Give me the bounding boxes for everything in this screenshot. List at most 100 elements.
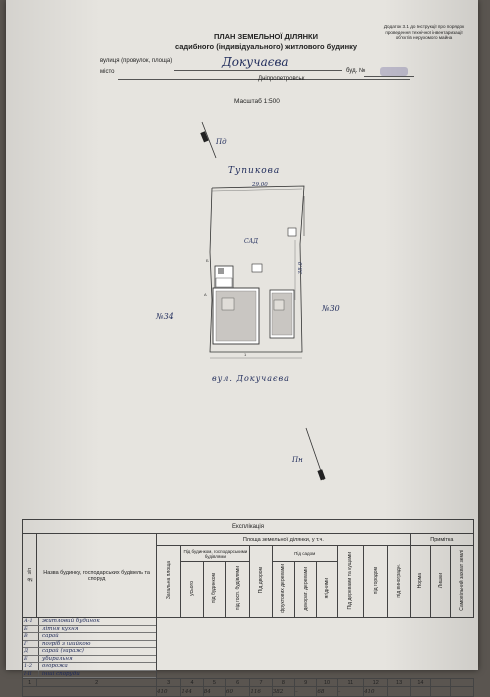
value-cell: 68 (316, 686, 338, 697)
city-value: Дніпропетровськ (258, 76, 305, 82)
value-cell (387, 686, 411, 697)
row-number: І-ІІ (24, 670, 39, 677)
row-number: В (24, 633, 39, 640)
street-value: Докучаєва (222, 55, 289, 69)
mark-gate: 1 (244, 352, 247, 357)
cellar-mark (218, 268, 224, 274)
city-underline (118, 79, 410, 80)
column-number: 9 (294, 678, 318, 687)
building-name: погріб з шийкою (42, 640, 91, 647)
column-number: 12 (363, 678, 389, 687)
street-underline (174, 70, 342, 71)
mark-a: А (204, 292, 207, 297)
yard-label: САД (244, 238, 259, 245)
row-number: Е (24, 655, 39, 662)
under-house-header: під будинком (202, 561, 227, 618)
under-yard-header: Під двором (249, 545, 273, 618)
row-number: Б (24, 625, 39, 632)
column-number: 11 (336, 678, 365, 687)
top-dimension-line (211, 188, 303, 192)
outbuilding-hatch (271, 292, 293, 336)
value-cell: 410 (156, 686, 182, 697)
value-cell-blank (430, 686, 452, 697)
city-label: місто (100, 69, 115, 75)
column-number: 7 (249, 678, 273, 687)
south-label: Пн (292, 456, 303, 464)
value-cell: 84 (202, 686, 227, 697)
vineyard-header: під виноградн. (387, 545, 411, 618)
scale-label: Масштаб 1:500 (234, 98, 280, 105)
row-number: 1-2 (24, 663, 39, 670)
berry-header: ягідними (316, 561, 338, 618)
outhouse-outline (251, 263, 263, 273)
value-cell: 382 (271, 686, 296, 697)
value-cell-blank (450, 686, 474, 697)
left-neighbor-label: №34 (156, 312, 174, 321)
explication-caption: Експлікація (22, 519, 474, 534)
unauthorized-header: Самовільний захват землі (450, 545, 474, 618)
area-header: Площа земельної ділянки, у т.ч. (156, 533, 411, 546)
row-number: А-1 (24, 618, 39, 625)
mark-b: Б (206, 258, 209, 263)
column-number: 3 (156, 678, 182, 687)
outbuilding-room (273, 299, 285, 311)
column-number: 14 (409, 678, 432, 687)
right-neighbor-label: №30 (322, 304, 340, 313)
building-name: житловий будинок (42, 618, 100, 625)
column-number-blank (430, 678, 452, 687)
normal-header: Норма (409, 545, 432, 618)
site-plan-drawing: Б А 1 (200, 121, 326, 481)
value-cell: 60 (225, 686, 251, 697)
total-header: усього (180, 561, 204, 618)
values-label-cell (21, 686, 158, 697)
building-name: інші споруди (42, 670, 80, 677)
value-cell: – (336, 686, 365, 697)
building-name: убиральня (42, 655, 73, 662)
value-cell: 410 (363, 686, 389, 697)
excess-header: Лишки (430, 545, 452, 618)
column-number: 5 (202, 678, 227, 687)
column-number: 6 (225, 678, 251, 687)
document-title: ПЛАН ЗЕМЕЛЬНОЇ ДІЛЯНКИ (213, 32, 319, 41)
column-number: 13 (387, 678, 411, 687)
decorative-header: декорат. деревами (294, 561, 318, 618)
north-arrow-head (200, 131, 209, 143)
bottom-street-name: вул. Докучаєва (212, 374, 290, 383)
column-number-blank (450, 678, 474, 687)
north-label: Пд (216, 138, 227, 146)
redacted-house-number (380, 67, 408, 76)
col-num-header: № з/п (21, 533, 38, 618)
building-name: сарай (гараж) (42, 648, 84, 654)
under-buildings-header: Під будинком, господарськими будівлями (180, 545, 251, 562)
document-page: Додаток 3.1 до Інструкції про порядок пр… (6, 0, 478, 697)
street-label: вулиця (провулок, площа) (100, 58, 173, 64)
under-trees-header: Під деревами та кущами (336, 545, 365, 618)
under-garden-header: Під садом (271, 545, 338, 562)
column-number: 8 (271, 678, 296, 687)
lot-boundary (209, 185, 305, 353)
under-outbuildings-header: під госп. будівлями (225, 561, 251, 618)
total-area-header: Загальна площа (156, 545, 182, 618)
row-number: Д (24, 648, 39, 655)
building-name: сарай (42, 633, 59, 639)
notes-header: Примітка (409, 533, 475, 546)
value-cell: – (294, 686, 318, 697)
value-cell: 116 (249, 686, 273, 697)
house-number-underline (364, 76, 414, 77)
value-cell: 144 (180, 686, 204, 697)
row-number: Г (24, 640, 39, 647)
col-name-header: Назва будинку, господарських будівель та… (36, 533, 158, 618)
appendix-note: Додаток 3.1 до Інструкції про порядок пр… (383, 24, 465, 40)
